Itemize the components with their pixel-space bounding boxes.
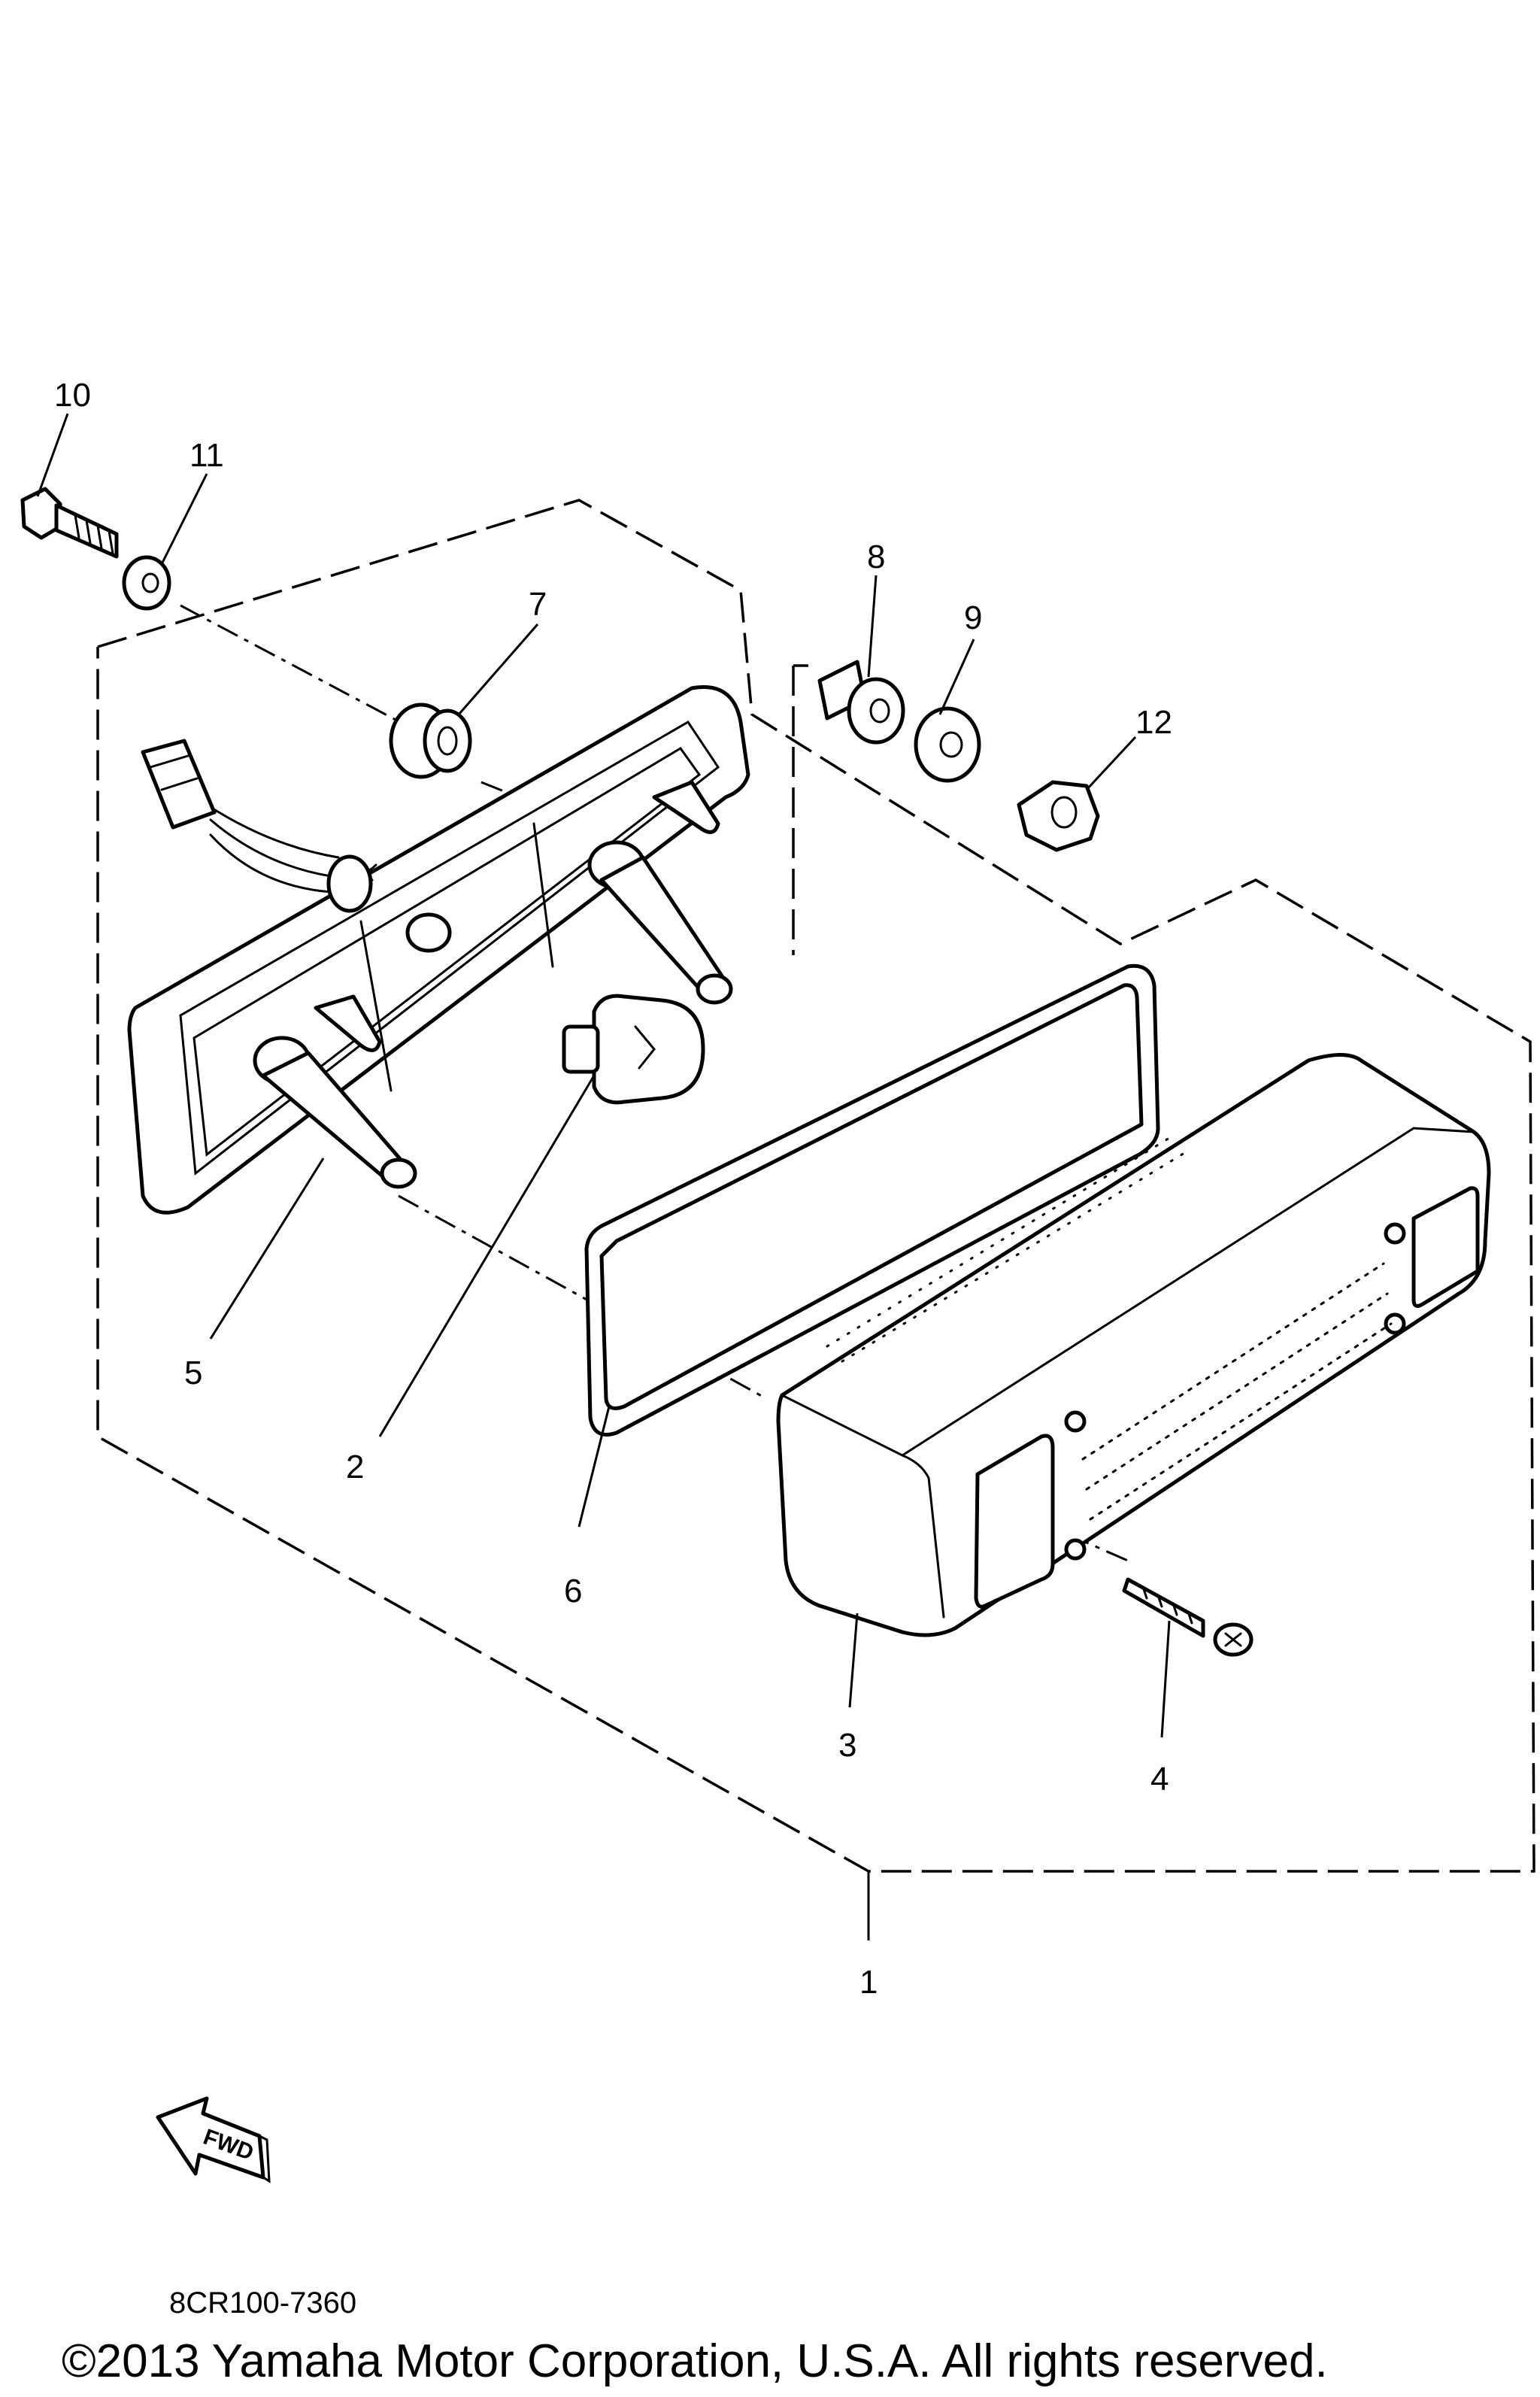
callout-6: 6	[564, 1573, 582, 1610]
callout-5: 5	[184, 1355, 202, 1391]
lamp-housing	[127, 685, 750, 1215]
diagram-code: 8CR100-7360	[169, 2286, 356, 2320]
collar	[817, 660, 905, 745]
assembly-boundary	[96, 499, 1535, 1873]
callout-3: 3	[838, 1727, 856, 1764]
leader-lines	[36, 413, 1171, 1940]
forward-arrow-icon: FWD	[156, 2096, 271, 2183]
wire-harness	[205, 803, 377, 913]
callout-7: 7	[529, 586, 547, 623]
grommet	[389, 702, 472, 779]
callout-9: 9	[964, 599, 982, 636]
lens-screw	[1122, 1577, 1254, 1657]
lens	[776, 1053, 1491, 1637]
callout-12: 12	[1135, 704, 1172, 741]
callout-8: 8	[867, 539, 885, 575]
bulb	[562, 994, 705, 1105]
callout-2: 2	[346, 1449, 364, 1485]
callout-1: 1	[859, 1964, 878, 2001]
callout-labels: 10 11 7 8 9 12 5 2 6 3 4 1	[54, 377, 1172, 2001]
callout-11: 11	[189, 437, 224, 474]
bolt	[20, 487, 119, 559]
washer-9	[914, 706, 981, 783]
callout-4: 4	[1150, 1761, 1169, 1798]
wire-connector	[141, 739, 217, 830]
washer-11	[122, 555, 171, 611]
gasket	[584, 963, 1160, 1437]
nut	[1017, 780, 1100, 852]
callout-10: 10	[54, 377, 91, 414]
copyright-notice: ©2013 Yamaha Motor Corporation, U.S.A. A…	[62, 2335, 1328, 2387]
